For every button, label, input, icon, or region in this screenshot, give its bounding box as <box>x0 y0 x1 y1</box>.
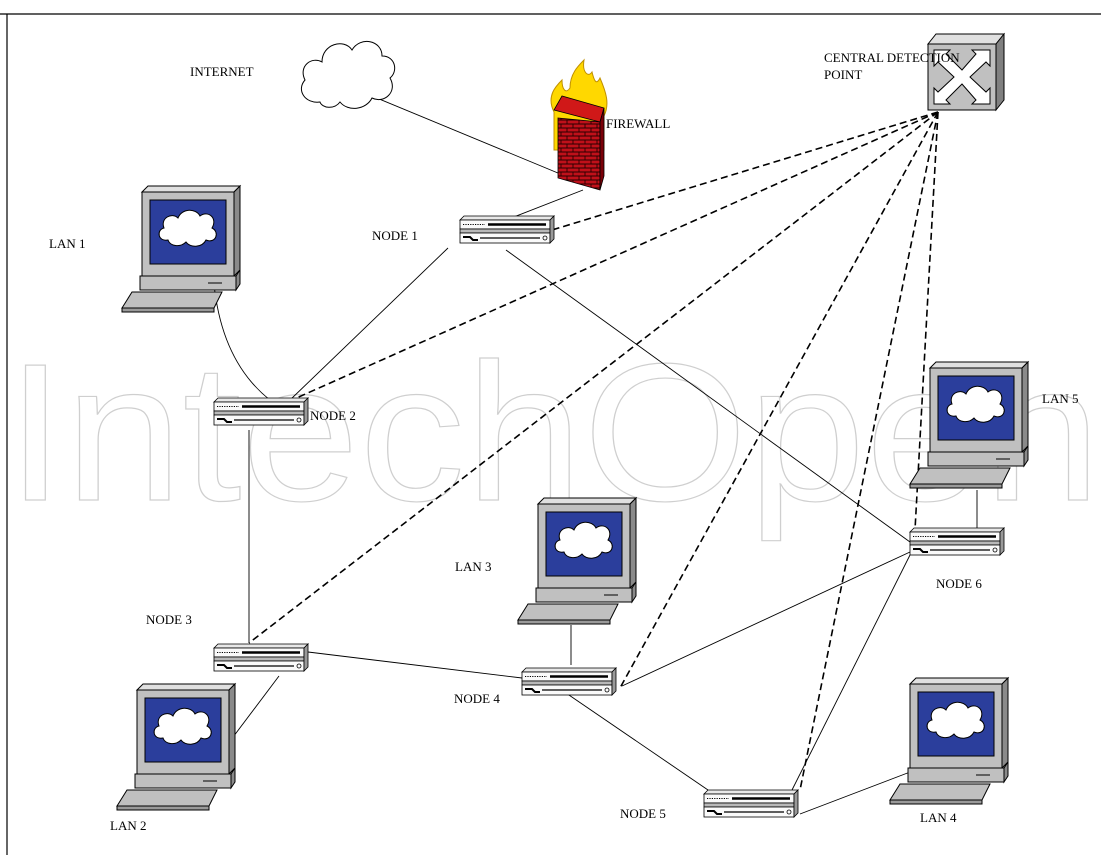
lan5-label: LAN 5 <box>1042 391 1078 406</box>
link-node5-lan4 <box>799 768 919 815</box>
lan1-computer-icon <box>121 185 241 313</box>
dash-central-node6 <box>914 111 939 531</box>
lan3-label: LAN 3 <box>455 559 491 574</box>
link-internet-firewall <box>371 95 571 179</box>
node2-label: NODE 2 <box>310 408 356 423</box>
dash-central-node2 <box>291 111 939 401</box>
node6-switch-icon <box>908 526 1006 557</box>
lan2-computer-icon <box>116 683 236 811</box>
node5-switch-icon <box>702 788 800 819</box>
node1-switch-icon <box>458 214 556 245</box>
link-node5-node6 <box>791 554 911 791</box>
lan4-label: LAN 4 <box>920 810 957 825</box>
internet-label: INTERNET <box>190 64 254 79</box>
firewall-label: FIREWALL <box>606 116 670 131</box>
link-node3-node4 <box>307 651 523 679</box>
solid-links <box>211 95 978 815</box>
node1-label: NODE 1 <box>372 228 418 243</box>
internet-cloud-icon <box>300 41 396 109</box>
lan1-label: LAN 1 <box>49 236 85 251</box>
lan2-label: LAN 2 <box>110 818 146 833</box>
node4-label: NODE 4 <box>454 691 500 706</box>
central-detection-point-icon <box>926 32 1006 112</box>
dashed-links <box>248 111 939 791</box>
node6-label: NODE 6 <box>936 576 982 591</box>
dash-central-node3 <box>248 111 939 644</box>
node3-switch-icon <box>212 642 310 673</box>
link-node4-node6 <box>621 551 911 687</box>
link-node1-node2 <box>289 247 449 401</box>
link-node4-node5 <box>565 692 709 791</box>
lan4-computer-icon <box>889 677 1009 805</box>
central-detection-label-line1: CENTRAL DETECTION <box>824 50 960 65</box>
firewall-icon <box>550 58 608 191</box>
node4-switch-icon <box>520 666 618 697</box>
node3-label: NODE 3 <box>146 612 192 627</box>
central-detection-label-line2: POINT <box>824 67 862 82</box>
node5-label: NODE 5 <box>620 806 666 821</box>
dash-central-node1 <box>551 111 939 231</box>
link-node1-node6 <box>505 249 911 543</box>
node2-switch-icon <box>212 396 310 427</box>
dash-central-node5 <box>799 111 939 791</box>
link-firewall-node1 <box>505 189 584 221</box>
